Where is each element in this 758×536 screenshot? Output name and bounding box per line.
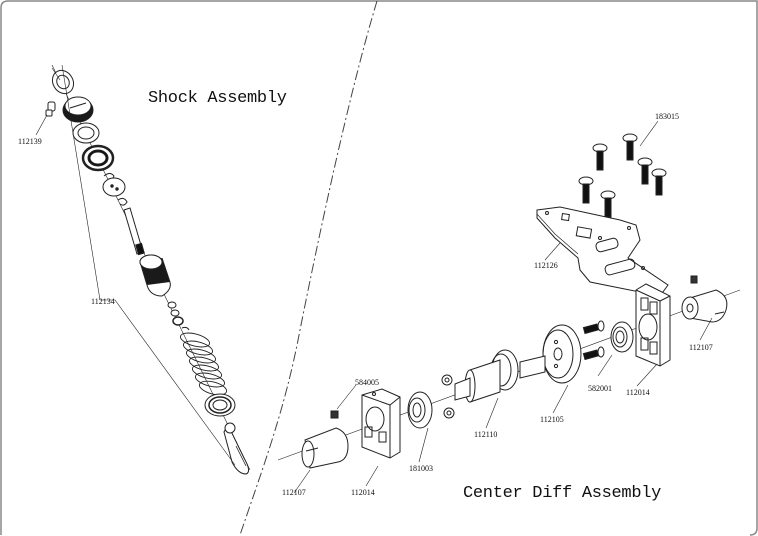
part-label: 112126 [534,261,558,270]
part-label: 582001 [588,384,612,393]
center-diff-drawing [277,120,741,494]
part-label: 584005 [355,378,379,387]
part-label: 112107 [282,488,306,497]
part-label: 112107 [689,343,713,352]
part-label: 112014 [351,488,375,497]
part-label: 112014 [626,388,650,397]
part-label: 183015 [655,112,679,121]
screw-set [578,133,667,218]
part-label: 112110 [474,430,498,439]
section-title-center-diff: Center Diff Assembly [463,484,662,503]
part-label: 112134 [91,297,115,306]
section-title-shock: Shock Assembly [148,89,287,108]
part-label: 112105 [540,415,564,424]
part-label: 112139 [18,137,42,146]
shock-assembly-drawing [35,64,251,475]
part-label: 181003 [409,464,433,473]
